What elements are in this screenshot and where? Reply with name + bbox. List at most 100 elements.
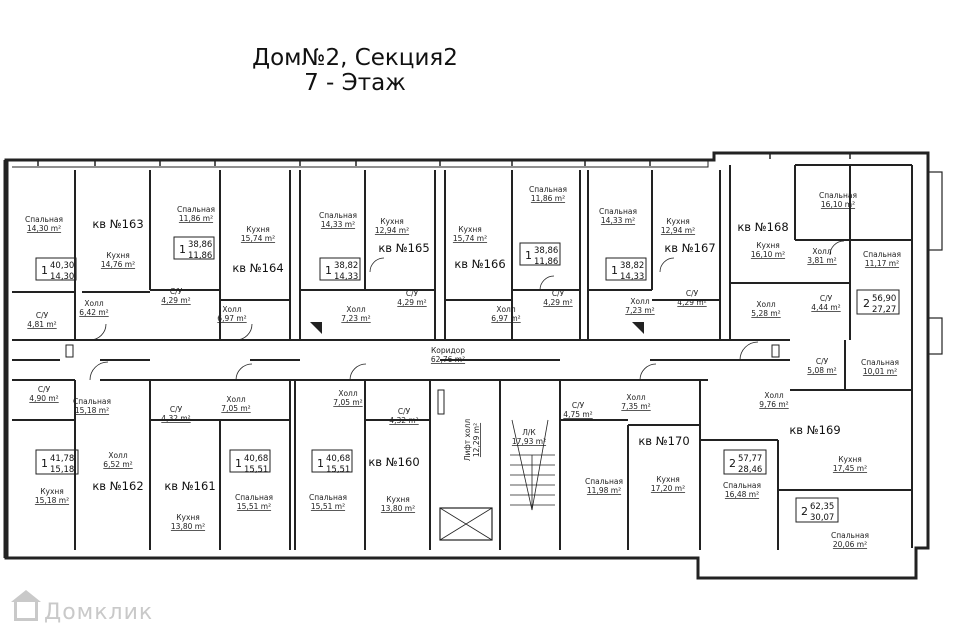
apt-167-room-2-area: 7,23 m² <box>625 306 654 315</box>
apt-169-room-4-area: 20,06 m² <box>833 540 867 549</box>
apt-162-room-3-name: Спальная <box>73 397 111 406</box>
apt-167-total: 38,82 <box>620 261 644 271</box>
apt-170-room-4-name: Спальная <box>723 481 761 490</box>
apt-162-rooms: 1 <box>41 457 48 470</box>
apt-164-room-1-area: 15,74 m² <box>241 234 275 243</box>
apt-170-label: кв №170 <box>638 434 689 448</box>
apt-164-living: 11,86 <box>188 251 212 261</box>
apt-166-total: 38,86 <box>534 246 558 256</box>
apt-168-living: 27,27 <box>872 305 896 315</box>
apt-169-room-3-area: 17,45 m² <box>833 464 867 473</box>
apt-170-room-0-name: С/У <box>572 401 585 410</box>
apt-165-room-0-area: 14,33 m² <box>321 220 355 229</box>
apt-169-total: 62,35 <box>810 502 834 512</box>
apt-168-room-5-area: 4,44 m² <box>811 303 840 312</box>
apt-166-room-2-area: 4,29 m² <box>543 298 572 307</box>
apt-161-room-1-area: 7,05 m² <box>221 404 250 413</box>
apt-164-room-0-name: Спальная <box>177 205 215 214</box>
apt-168-room-5-name: С/У <box>820 294 833 303</box>
apt-168-room-0-area: 16,10 m² <box>821 200 855 209</box>
corridor-name: Коридор <box>431 346 465 355</box>
apt-160-room-2-area: 15,51 m² <box>311 502 345 511</box>
apt-163-room-0-name: Спальная <box>25 215 63 224</box>
lk-area: 17,93 m² <box>512 437 546 446</box>
apt-170-room-1-name: Холл <box>626 393 646 402</box>
apt-163-rooms: 1 <box>41 264 48 277</box>
apt-169-room-0-name: С/У <box>816 357 829 366</box>
apt-165-room-3-area: 7,23 m² <box>341 314 370 323</box>
apt-168-room-2-name: Холл <box>812 247 832 256</box>
apt-161-rooms: 1 <box>235 457 242 470</box>
lift-hall-area: 12,29 m² <box>472 423 481 457</box>
apt-162-label: кв №162 <box>92 479 143 493</box>
apt-164-total: 38,86 <box>188 240 212 250</box>
apt-166-room-1-name: Спальная <box>529 185 567 194</box>
apt-163-label: кв №163 <box>92 217 143 231</box>
apt-166-room-0-area: 15,74 m² <box>453 234 487 243</box>
apt-160-living: 15,51 <box>326 465 350 475</box>
apt-168-room-1-name: Кухня <box>756 241 780 250</box>
apt-165-living: 14,33 <box>334 272 358 282</box>
apt-169-label: кв №169 <box>789 423 840 437</box>
apt-167-room-0-area: 14,33 m² <box>601 216 635 225</box>
apt-166-label: кв №166 <box>454 257 505 271</box>
apt-162-living: 15,18 <box>50 465 74 475</box>
apt-168-room-1-area: 16,10 m² <box>751 250 785 259</box>
apt-165-room-0-name: Спальная <box>319 211 357 220</box>
apt-169-rooms: 2 <box>801 505 808 518</box>
apt-170-room-1-area: 7,35 m² <box>621 402 650 411</box>
apt-162-room-0-name: С/У <box>38 385 51 394</box>
apt-166-living: 11,86 <box>534 257 558 267</box>
apt-169-room-0-area: 5,08 m² <box>807 366 836 375</box>
apt-163-room-1-area: 14,76 m² <box>101 260 135 269</box>
apt-170-room-3-area: 17,20 m² <box>651 484 685 493</box>
apt-170-room-3-name: Кухня <box>656 475 680 484</box>
apt-162-room-0-area: 4,90 m² <box>29 394 58 403</box>
apt-161-room-0-area: 4,32 m² <box>161 414 190 423</box>
apt-161-room-0-name: С/У <box>170 405 183 414</box>
apt-166-room-0-name: Кухня <box>458 225 482 234</box>
apt-165-total: 38,82 <box>334 261 358 271</box>
apt-160-total: 40,68 <box>326 454 350 464</box>
apt-162-room-1-name: Холл <box>108 451 128 460</box>
apt-165-room-2-name: С/У <box>406 289 419 298</box>
apt-168-total: 56,90 <box>872 294 896 304</box>
lift-hall-name: Лифт холл <box>463 419 472 462</box>
apt-163-room-1-name: Кухня <box>106 251 130 260</box>
apt-169-room-4-name: Спальная <box>831 531 869 540</box>
apt-170-total: 57,77 <box>738 454 762 464</box>
apt-166-room-2-name: С/У <box>552 289 565 298</box>
apt-164-room-1-name: Кухня <box>246 225 270 234</box>
apt-164-rooms: 1 <box>179 243 186 256</box>
apt-168-label: кв №168 <box>737 220 788 234</box>
apt-161-room-2-area: 13,80 m² <box>171 522 205 531</box>
apt-163-room-2-area: 4,81 m² <box>27 320 56 329</box>
walls <box>3 151 943 580</box>
apt-169-room-2-name: Холл <box>764 391 784 400</box>
apt-160-room-3-name: Кухня <box>386 495 410 504</box>
apt-163-total: 40,30 <box>50 261 74 271</box>
apt-169-room-2-area: 9,76 m² <box>759 400 788 409</box>
apt-169-room-1-name: Спальная <box>861 358 899 367</box>
apt-165-room-3-name: Холл <box>346 305 366 314</box>
title-line-2: 7 - Этаж <box>304 70 406 96</box>
apt-161-room-2-name: Кухня <box>176 513 200 522</box>
apt-160-rooms: 1 <box>317 457 324 470</box>
apt-160-room-0-name: Холл <box>338 389 358 398</box>
apt-168-room-4-area: 5,28 m² <box>751 309 780 318</box>
apt-169-living: 30,07 <box>810 513 834 523</box>
apt-162-room-2-area: 15,18 m² <box>35 496 69 505</box>
apt-163-living: 14,30 <box>50 272 74 282</box>
apt-169-room-3-name: Кухня <box>838 455 862 464</box>
apt-164-room-3-name: Холл <box>222 305 242 314</box>
apt-162-room-2-name: Кухня <box>40 487 64 496</box>
watermark: Домклик <box>11 590 153 625</box>
apt-160-label: кв №160 <box>368 455 419 469</box>
apt-163-room-0-area: 14,30 m² <box>27 224 61 233</box>
apt-164-room-2-area: 4,29 m² <box>161 296 190 305</box>
apt-161-label: кв №161 <box>164 479 215 493</box>
apt-167-label: кв №167 <box>664 241 715 255</box>
apt-170-living: 28,46 <box>738 465 762 475</box>
